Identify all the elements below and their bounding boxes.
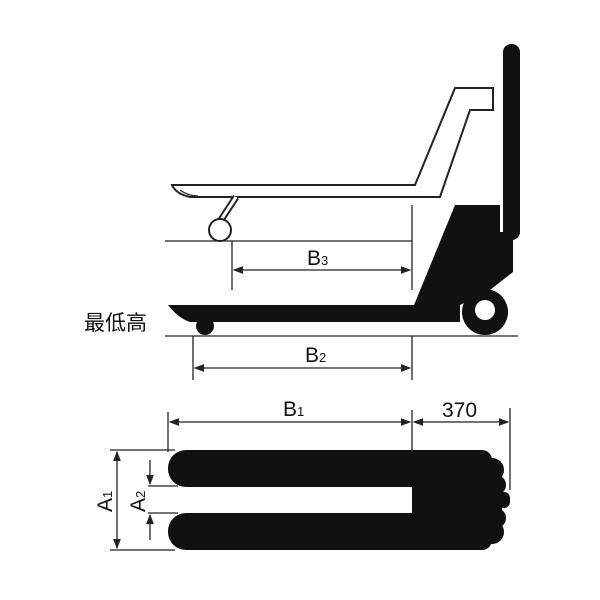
raised-fork-outline <box>170 87 494 242</box>
pump-body <box>412 205 513 322</box>
b3-label: B3 <box>307 247 328 270</box>
lowered-fork <box>168 305 430 322</box>
a1-label: A1 <box>94 491 117 512</box>
top-view-forks <box>168 450 510 550</box>
handle-length-label: 370 <box>442 399 477 422</box>
a2-label: A2 <box>127 491 150 512</box>
min-height-label: 最低高 <box>84 312 147 335</box>
b1-label: B1 <box>283 398 304 421</box>
raised-front-wheel <box>208 218 232 242</box>
b2-label: B2 <box>305 344 326 367</box>
handle-mast <box>503 44 520 240</box>
lowered-front-wheel <box>196 317 214 335</box>
